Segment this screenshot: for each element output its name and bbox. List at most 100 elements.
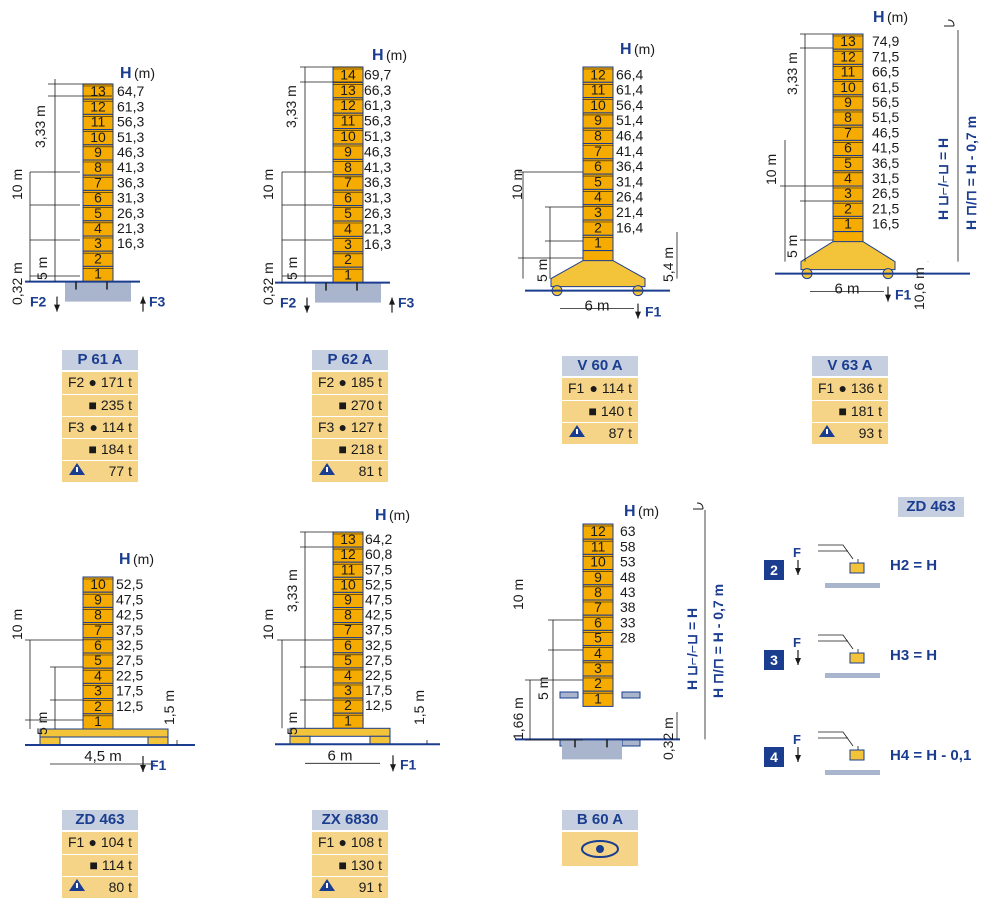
- section-number: 11: [591, 82, 606, 98]
- spec-row: F2● 171 t: [62, 372, 138, 393]
- height-value: 41,3: [364, 159, 391, 175]
- section-number: 2: [594, 675, 602, 691]
- height-value: 51,3: [117, 129, 144, 145]
- arrow-head-icon: [795, 658, 801, 665]
- spec-row: F1● 104 t: [62, 832, 138, 853]
- height-value: 61,3: [117, 98, 144, 114]
- section-number: 6: [344, 637, 352, 653]
- config-number-badge: [764, 747, 784, 767]
- section-number: 4: [94, 220, 102, 236]
- section-number: 11: [341, 113, 356, 129]
- travelling-chassis: [550, 260, 646, 288]
- height-value: 26,5: [872, 185, 899, 201]
- height-value: 46,4: [616, 128, 643, 144]
- section-number: 4: [344, 220, 352, 236]
- height-value: 21,4: [616, 204, 643, 220]
- height-formula: H3 = H: [890, 647, 937, 664]
- height-value: 36,4: [616, 158, 643, 174]
- base-frame: [39, 728, 169, 738]
- section-number: 1: [844, 216, 852, 232]
- spec-row: F3● 114 t: [62, 416, 138, 438]
- height-value: 32,5: [365, 637, 392, 653]
- section-number: 3: [344, 236, 352, 252]
- section-number: 8: [344, 159, 352, 175]
- hook-icon: [693, 502, 704, 510]
- section-number: 13: [340, 82, 356, 98]
- height-h-label: H: [620, 41, 632, 58]
- height-value: 51,3: [364, 128, 391, 144]
- section-number: 7: [94, 174, 102, 190]
- config-number: 3: [770, 652, 778, 668]
- height-value: 41,3: [117, 159, 144, 175]
- section-number: 8: [594, 128, 602, 144]
- section-number: 9: [94, 591, 102, 607]
- height-h-label: H: [873, 9, 885, 26]
- dimension-label: 0,32 m: [260, 262, 276, 305]
- spec-row: F1● 136 t: [812, 378, 888, 399]
- section-number: 12: [340, 546, 356, 562]
- force-label: F3: [68, 419, 85, 435]
- height-unit-label: (m): [389, 507, 410, 523]
- height-value: 60,8: [365, 546, 392, 562]
- dimension-label: 10 m: [260, 609, 276, 640]
- height-unit-label: (m): [634, 41, 655, 57]
- force-value: 93 t: [858, 425, 882, 441]
- base-width-label: 6 m: [584, 298, 609, 315]
- section-number: 10: [590, 97, 606, 113]
- section-number: 8: [94, 607, 102, 623]
- section-number: 7: [94, 622, 102, 638]
- height-value: 41,5: [872, 140, 899, 156]
- height-value: 31,5: [872, 170, 899, 186]
- spec-row: ■ 114 t: [62, 854, 138, 876]
- force-value: ■ 140 t: [588, 403, 632, 419]
- section-number: 2: [94, 698, 102, 714]
- spec-row: F3● 127 t: [312, 416, 388, 438]
- height-h-label: H: [119, 551, 131, 568]
- section-number: 6: [344, 190, 352, 206]
- force-value: ■ 130 t: [338, 857, 382, 873]
- foundation-block: [315, 282, 381, 303]
- section-number: 11: [91, 114, 106, 130]
- height-value: 69,7: [364, 66, 391, 82]
- ground-slab: [825, 673, 880, 678]
- height-value: 12,5: [116, 698, 143, 714]
- spec-row: F1● 108 t: [312, 832, 388, 853]
- spec-row: ■ 140 t: [562, 400, 638, 422]
- arrow-head-icon: [390, 764, 396, 772]
- dimension-label: 3,33 m: [283, 85, 299, 128]
- hook-height-formula: H ⊔⌐/⌐⊔ = H: [684, 608, 700, 690]
- height-value: 28: [620, 630, 636, 646]
- height-value: 36,3: [364, 174, 391, 190]
- ground-slab: [825, 770, 880, 775]
- height-value: 46,3: [364, 143, 391, 159]
- arrow-head-icon: [304, 305, 310, 313]
- f2-label: F2: [30, 294, 47, 310]
- height-formula: H2 = H: [890, 557, 937, 574]
- arrow-head-icon: [140, 296, 146, 304]
- section-number: 6: [844, 140, 852, 156]
- height-value: 31,3: [117, 190, 144, 206]
- force-label: F: [793, 732, 801, 747]
- height-value: 26,4: [616, 189, 643, 205]
- dimension-label: 5 m: [34, 257, 50, 280]
- spec-row: ■ 270 t: [312, 394, 388, 416]
- section-number: 9: [594, 112, 602, 128]
- height-value: 47,5: [116, 591, 143, 607]
- force-value: ■ 218 t: [338, 441, 382, 457]
- section-number: 12: [590, 66, 606, 82]
- height-value: 61,5: [872, 79, 899, 95]
- section-number: 1: [94, 713, 102, 729]
- section-number: 4: [344, 667, 352, 683]
- section-number: 10: [90, 129, 106, 145]
- foundation-block: [65, 281, 131, 302]
- f2-label: F2: [280, 295, 297, 311]
- height-value: 56,3: [117, 114, 144, 130]
- section-number: 4: [844, 170, 852, 186]
- dimension-label: 10 m: [763, 154, 779, 185]
- force-label: F3: [318, 419, 335, 435]
- height-value: 42,5: [365, 607, 392, 623]
- ballast-block: [559, 691, 579, 699]
